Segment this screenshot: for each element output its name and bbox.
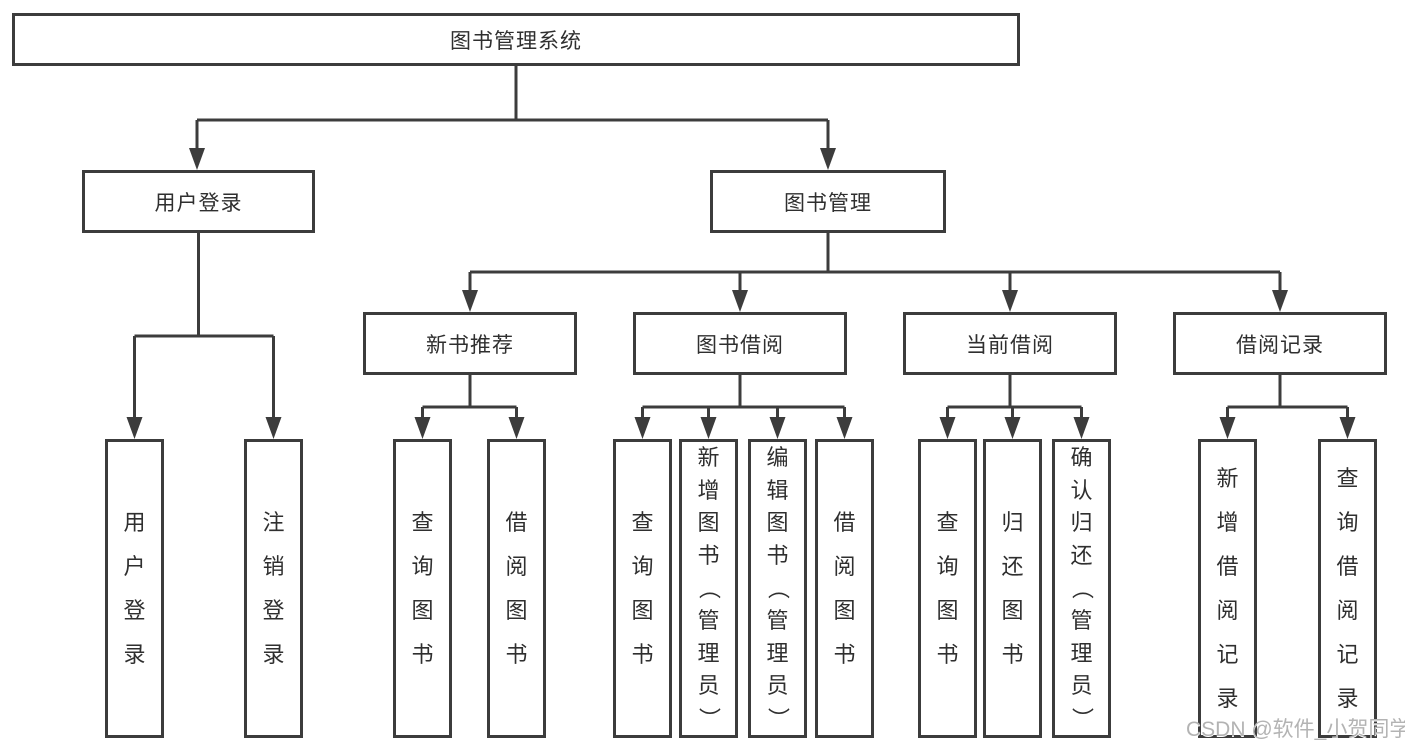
node-new-book-recommendation: 新书推荐 bbox=[363, 312, 577, 375]
node-borrowing-records: 借阅记录 bbox=[1173, 312, 1387, 375]
node-book-borrowing: 图书借阅 bbox=[633, 312, 847, 375]
leaf-logout: 注销登录 bbox=[244, 439, 303, 738]
leaf-borrow-books-recommend: 借阅图书 bbox=[487, 439, 546, 738]
leaf-query-borrow-record: 查询借阅记录 bbox=[1318, 439, 1377, 738]
leaf-query-books-recommend: 查询图书 bbox=[393, 439, 452, 738]
node-book-management: 图书管理 bbox=[710, 170, 946, 233]
leaf-borrow-books-borrowing: 借阅图书 bbox=[815, 439, 874, 738]
node-library-management-system: 图书管理系统 bbox=[12, 13, 1020, 66]
leaf-user-login: 用户登录 bbox=[105, 439, 164, 738]
connector-paths bbox=[133, 66, 1349, 433]
leaf-edit-book-admin: 编辑图书（管理员） bbox=[748, 439, 807, 738]
leaf-confirm-return-admin: 确认归还（管理员） bbox=[1052, 439, 1111, 738]
node-current-borrowing: 当前借阅 bbox=[903, 312, 1117, 375]
csdn-watermark: CSDN @软件_小贺同学 bbox=[1186, 718, 1405, 741]
leaf-return-book: 归还图书 bbox=[983, 439, 1042, 738]
node-user-login: 用户登录 bbox=[82, 170, 315, 233]
leaf-add-borrow-record: 新增借阅记录 bbox=[1198, 439, 1257, 738]
leaf-query-books-current: 查询图书 bbox=[918, 439, 977, 738]
leaf-query-books-borrowing: 查询图书 bbox=[613, 439, 672, 738]
arrowheads bbox=[126, 148, 1356, 439]
leaf-add-book-admin: 新增图书（管理员） bbox=[679, 439, 738, 738]
